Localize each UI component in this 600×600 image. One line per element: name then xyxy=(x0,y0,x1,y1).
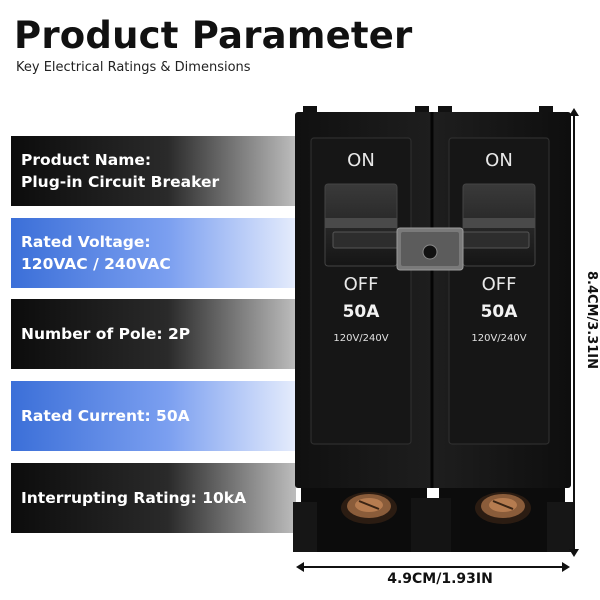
right-volts-label: 120V/240V xyxy=(471,333,526,344)
spec-card-product-name: Product Name: Plug-in Circuit Breaker xyxy=(11,136,296,206)
spec-card-rated-current: Rated Current: 50A xyxy=(11,381,296,451)
spec-label: Rated Current: 50A xyxy=(21,407,190,425)
spec-label: Number of Pole: 2P xyxy=(21,325,191,343)
width-dimension-arrow xyxy=(296,562,570,572)
left-amps-label: 50A xyxy=(343,302,381,322)
right-on-label: ON xyxy=(485,150,513,171)
right-off-label: OFF xyxy=(482,274,517,295)
spec-value: 120VAC / 240VAC xyxy=(21,255,171,273)
spec-card-number-of-pole: Number of Pole: 2P xyxy=(11,299,296,369)
page-subtitle: Key Electrical Ratings & Dimensions xyxy=(16,60,251,75)
spec-card-rated-voltage: Rated Voltage: 120VAC / 240VAC xyxy=(11,218,296,288)
right-amps-label: 50A xyxy=(481,302,519,322)
spec-value: Plug-in Circuit Breaker xyxy=(21,173,220,191)
left-on-label: ON xyxy=(347,150,375,171)
height-dimension-label: 8.4CM/3.31IN xyxy=(584,270,599,370)
left-volts-label: 120V/240V xyxy=(333,333,388,344)
circuit-breaker-image: ON ON OFF OFF 50A 50A 120V/240V 120V/240… xyxy=(293,106,573,552)
spec-label: Rated Voltage: xyxy=(21,233,151,251)
spec-label: Interrupting Rating: 10kA xyxy=(21,489,247,507)
height-dimension-arrow xyxy=(569,108,579,557)
left-off-label: OFF xyxy=(344,274,379,295)
page-title: Product Parameter xyxy=(14,14,413,57)
width-dimension-label: 4.9CM/1.93IN xyxy=(387,571,493,587)
spec-card-interrupting-rating: Interrupting Rating: 10kA xyxy=(11,463,296,533)
spec-label: Product Name: xyxy=(21,151,152,169)
